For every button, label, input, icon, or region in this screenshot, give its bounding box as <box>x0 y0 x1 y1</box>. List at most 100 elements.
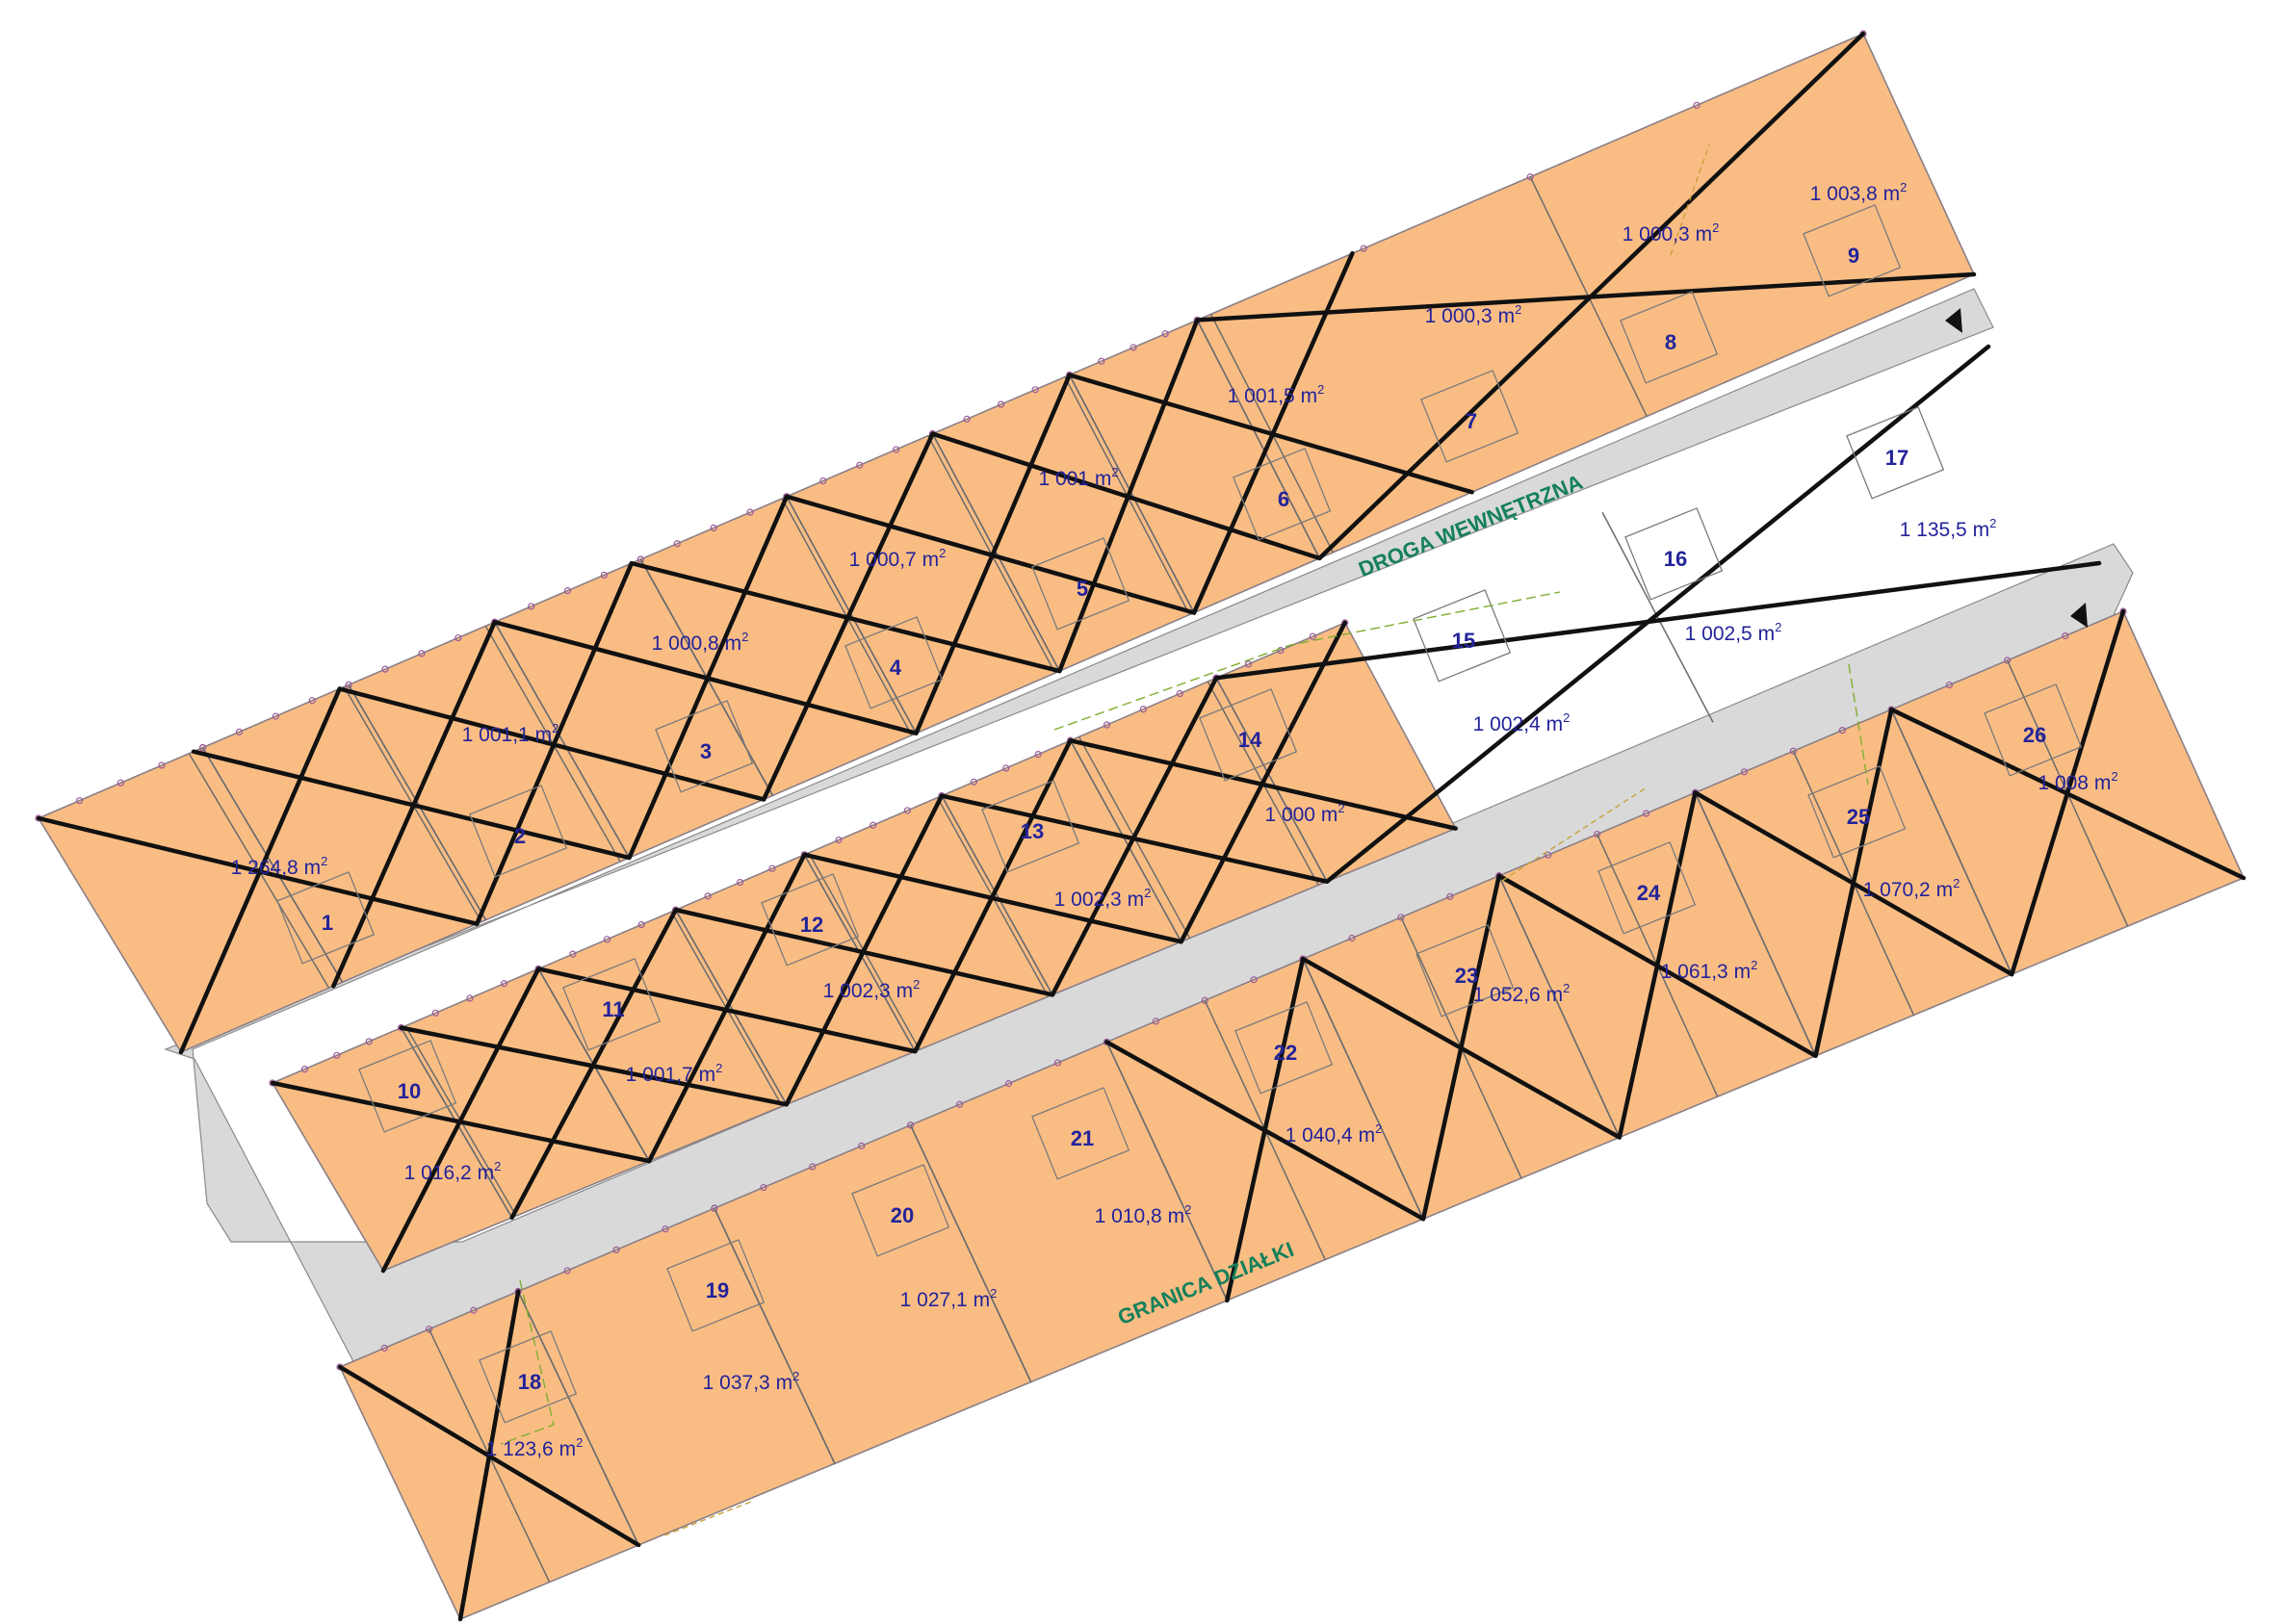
lot-divider-line <box>1215 677 1328 883</box>
boundary-marker <box>907 1121 915 1129</box>
lot-divider-line <box>1302 958 1424 1220</box>
boundary-marker <box>563 587 572 595</box>
boundary-marker <box>1152 1018 1159 1025</box>
boundary-marker <box>1446 892 1454 900</box>
lot-1-house-footprint <box>276 871 376 965</box>
lot-divider-line <box>931 433 1061 672</box>
boundary-marker <box>381 665 389 673</box>
lot-18-number: 18 <box>518 1370 541 1394</box>
boundary-marker <box>603 936 611 943</box>
lot-25-area: 1 070,2 m2 <box>1863 876 1960 901</box>
lot-19-area: 1 037,3 m2 <box>703 1369 800 1394</box>
lot-6-house-footprint <box>1233 448 1332 541</box>
lot-5-area: 1 001 m2 <box>1038 465 1118 490</box>
lot-4-area: 1 000,7 m2 <box>849 546 947 571</box>
lot-10-house-footprint <box>358 1040 457 1133</box>
boundary-marker <box>856 461 864 469</box>
boundary-marker <box>955 1100 964 1108</box>
boundary-marker <box>1176 689 1183 698</box>
utility-line <box>500 1279 555 1445</box>
exclusion-cross-line <box>380 967 541 1274</box>
lot-11-area: 1 001,7 m2 <box>626 1061 723 1086</box>
boundary-marker <box>1838 727 1846 735</box>
lot-24-number: 24 <box>1637 881 1661 905</box>
exclusion-cross-line <box>1050 676 1219 997</box>
exclusion-cross-line <box>646 852 807 1164</box>
building-exclusion-crosses <box>36 31 2246 1622</box>
boundary-marker <box>858 1142 866 1149</box>
boundary-marker <box>300 1066 309 1073</box>
boundary-marker <box>662 1225 669 1233</box>
exclusion-cross-line <box>1179 620 1347 944</box>
lot-8-area: 1 000,3 m2 <box>1623 220 1720 245</box>
lot-18-area: 1 123,6 m2 <box>486 1435 584 1460</box>
boundary-marker <box>380 1344 388 1352</box>
boundary-marker <box>198 744 207 752</box>
boundary-marker <box>970 778 977 786</box>
lot-14-area: 1 000 m2 <box>1264 801 1344 826</box>
boundary-marker <box>158 761 166 769</box>
lot-9-number: 9 <box>1848 244 1859 268</box>
lot-25-number: 25 <box>1847 805 1870 829</box>
lot-19-number: 19 <box>706 1278 729 1302</box>
lot-13-number: 13 <box>1021 819 1044 843</box>
lot-26-number: 26 <box>2023 723 2046 747</box>
boundary-marker <box>1348 934 1356 942</box>
boundary-marker <box>308 697 316 705</box>
lot-divider-line <box>1069 374 1195 613</box>
boundary-marker <box>636 555 644 563</box>
lot-3-house-footprint <box>655 700 754 793</box>
boundary-marker <box>1545 851 1552 859</box>
lot-14-number: 14 <box>1238 728 1262 752</box>
boundary-marker <box>1642 810 1650 817</box>
boundary-marker <box>704 892 712 900</box>
boundary-marker <box>272 712 279 720</box>
lot-divider-line <box>786 496 918 735</box>
lot-26-house-footprint <box>1984 683 2083 777</box>
lot-16-area: 1 002,5 m2 <box>1685 620 1782 645</box>
lot-22-area: 1 040,4 m2 <box>1285 1121 1383 1147</box>
boundary-marker <box>1277 646 1285 655</box>
boundary-marker <box>835 836 843 844</box>
lot-15-number: 15 <box>1452 629 1475 653</box>
boundary-marker <box>365 1038 373 1045</box>
lot-17-number: 17 <box>1885 446 1908 470</box>
boundary-marker <box>870 821 877 829</box>
lot-11-number: 11 <box>602 997 624 1021</box>
boundary-marker <box>1139 706 1147 713</box>
lot-23-area: 1 052,6 m2 <box>1473 981 1571 1006</box>
boundary-marker <box>235 728 244 735</box>
lot-16-number: 16 <box>1664 547 1687 571</box>
boundary-marker <box>768 864 776 872</box>
boundary-marker <box>1130 344 1137 351</box>
exclusion-cross-line <box>627 494 790 861</box>
utility-line <box>1053 591 1561 731</box>
boundary-marker <box>1594 830 1601 838</box>
lot-16-house-footprint <box>1624 507 1724 601</box>
exclusion-cross-line <box>1324 344 1991 884</box>
lot-2-house-footprint <box>469 785 568 878</box>
exclusion-cross-line <box>1213 560 2102 681</box>
lot-12-house-footprint <box>761 873 860 967</box>
lot-22-house-footprint <box>1234 1001 1334 1095</box>
lot-5-house-footprint <box>1031 537 1130 631</box>
boundary-marker <box>963 415 971 423</box>
road-direction-arrow-top <box>1945 308 1962 333</box>
boundary-marker <box>1250 976 1258 984</box>
boundary-marker <box>117 779 124 786</box>
exclusion-cross-line <box>1195 271 1977 322</box>
boundary-marker <box>2004 657 2012 664</box>
boundary-marker <box>809 1163 817 1171</box>
boundary-marker <box>470 1306 478 1314</box>
exclusion-cross-line <box>784 793 945 1107</box>
boundary-marker <box>466 994 474 1002</box>
boundary-marker <box>528 603 535 610</box>
boundary-marker <box>1031 386 1039 394</box>
boundary-marker <box>2062 632 2069 640</box>
lot-10-number: 10 <box>398 1079 421 1103</box>
boundary-marker <box>1004 1080 1013 1088</box>
boundary-marker <box>454 633 462 642</box>
lot-10-area: 1 016,2 m2 <box>404 1159 502 1184</box>
lot-20-area: 1 027,1 m2 <box>900 1286 998 1311</box>
boundary-marker <box>1002 764 1010 772</box>
